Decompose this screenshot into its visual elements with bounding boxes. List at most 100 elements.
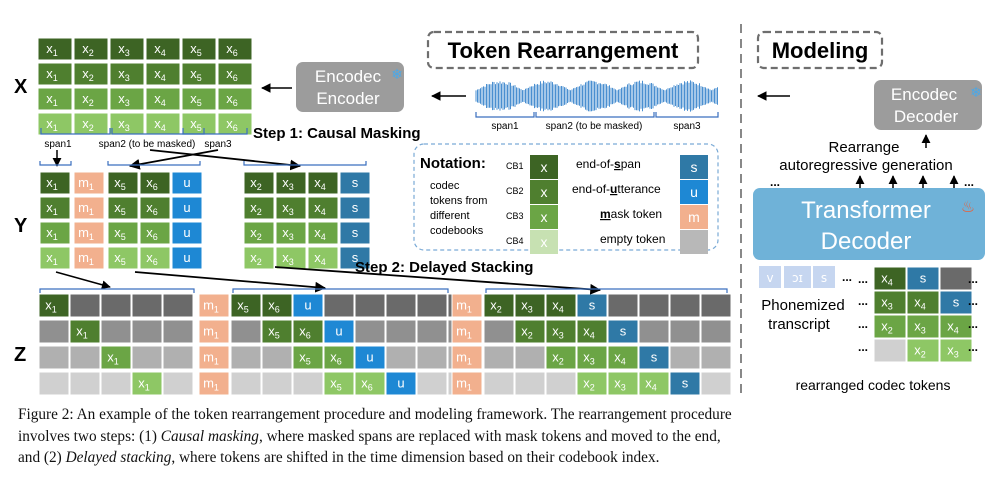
token-x6-cell bbox=[217, 37, 253, 61]
token-x2-label: x2 bbox=[881, 319, 893, 336]
token-x5-cell bbox=[181, 112, 217, 136]
token-x4: x4 bbox=[307, 171, 339, 195]
empty-token-cell bbox=[700, 345, 732, 370]
token-x5: x5 bbox=[107, 246, 139, 270]
token-x4: x4 bbox=[307, 196, 339, 220]
token-x4: x4 bbox=[145, 87, 181, 111]
token-x4-label: x4 bbox=[154, 116, 166, 133]
token-x1: x1 bbox=[38, 293, 70, 318]
token-x4-label: x4 bbox=[154, 41, 166, 58]
token-x2: x2 bbox=[243, 171, 275, 195]
mask-token-cell bbox=[451, 371, 483, 396]
token-x2-cell bbox=[243, 196, 275, 220]
mask-token-label: m1 bbox=[456, 376, 472, 393]
token-x3-cell bbox=[906, 314, 940, 339]
token-x5-cell bbox=[107, 196, 139, 220]
notation-desc-1: codec bbox=[430, 180, 460, 192]
end-of-span-token-cell bbox=[906, 266, 940, 291]
token-x3: x3 bbox=[275, 196, 307, 220]
mask-token-label: m1 bbox=[203, 376, 219, 393]
token-x2: x2 bbox=[514, 319, 546, 344]
end-of-span-token: s bbox=[576, 293, 608, 318]
token-x6-cell bbox=[139, 171, 171, 195]
mask-token-label: m1 bbox=[203, 350, 219, 367]
token-x6: x6 bbox=[217, 37, 253, 61]
end-of-utterance-token-cell bbox=[292, 293, 324, 318]
token-x1-cell bbox=[131, 371, 163, 396]
empty-token bbox=[354, 319, 386, 344]
empty-token bbox=[638, 293, 670, 318]
token-x4-label: x4 bbox=[314, 225, 326, 242]
phoneme-label: s bbox=[821, 271, 827, 285]
token-x6-label: x6 bbox=[268, 298, 280, 315]
empty-token bbox=[638, 319, 670, 344]
phoneme-cell bbox=[784, 266, 811, 288]
token-x6: x6 bbox=[217, 62, 253, 86]
token-x5: x5 bbox=[181, 62, 217, 86]
token-x3-label: x3 bbox=[521, 298, 533, 315]
empty-token bbox=[38, 345, 70, 370]
end-of-span-token-label: s bbox=[651, 350, 658, 365]
token-x6: x6 bbox=[292, 319, 324, 344]
empty-token bbox=[700, 371, 732, 396]
token-x4-label: x4 bbox=[154, 91, 166, 108]
token-x3: x3 bbox=[576, 345, 608, 370]
arrow-step2-1 bbox=[55, 271, 111, 290]
token-x2-label: x2 bbox=[583, 376, 595, 393]
phoneme-token-1: v bbox=[759, 266, 781, 288]
token-x4-label: x4 bbox=[552, 298, 564, 315]
token-x2: x2 bbox=[73, 87, 109, 111]
swatch-cell bbox=[530, 155, 558, 179]
transformer-decoder-box bbox=[753, 188, 985, 260]
token-x1-cell bbox=[37, 112, 73, 136]
empty-token bbox=[669, 319, 701, 344]
token-x1-label: x1 bbox=[76, 324, 88, 341]
token-x4-cell bbox=[307, 196, 339, 220]
token-x2: x2 bbox=[576, 371, 608, 396]
empty-token-cell bbox=[162, 371, 194, 396]
token-x3-label: x3 bbox=[583, 350, 595, 367]
empty-token-cell bbox=[514, 371, 546, 396]
empty-token-cell bbox=[638, 319, 670, 344]
token-x3: x3 bbox=[109, 87, 145, 111]
empty-token-cell bbox=[669, 293, 701, 318]
token-x1-cell bbox=[39, 171, 71, 195]
phoneme-token-3: s bbox=[813, 266, 835, 288]
arrow-span3-move bbox=[149, 149, 302, 171]
mask-token-cell bbox=[198, 319, 230, 344]
token-x3-cell bbox=[939, 338, 973, 363]
mask-token: m1 bbox=[451, 371, 483, 396]
empty-token-cell bbox=[638, 293, 670, 318]
token-x2-label: x2 bbox=[250, 225, 262, 242]
empty-token bbox=[230, 371, 262, 396]
token-x6-cell bbox=[139, 196, 171, 220]
token-x6: x6 bbox=[139, 246, 171, 270]
end-of-utterance-token-label: u bbox=[366, 350, 373, 365]
token-x1-cell bbox=[37, 87, 73, 111]
empty-token-cell bbox=[514, 345, 546, 370]
token-x3-cell bbox=[873, 290, 907, 315]
token-x4-cell bbox=[576, 319, 608, 344]
mask-token-cell bbox=[198, 345, 230, 370]
end-of-utterance-token: u bbox=[292, 293, 324, 318]
token-x4: x4 bbox=[307, 246, 339, 270]
empty-token bbox=[261, 371, 293, 396]
token-x5-cell bbox=[292, 345, 324, 370]
mask-token-label: m1 bbox=[456, 298, 472, 315]
token-x2: x2 bbox=[243, 246, 275, 270]
token-x6: x6 bbox=[139, 171, 171, 195]
empty-token-cell bbox=[416, 345, 448, 370]
end-of-span-token: s bbox=[939, 290, 973, 315]
arrow-step2-2 bbox=[134, 271, 327, 293]
empty-token-cell bbox=[162, 345, 194, 370]
end-of-span-token-cell bbox=[939, 290, 973, 315]
token-x5-label: x5 bbox=[268, 324, 280, 341]
mask-token: m1 bbox=[73, 196, 105, 220]
token-x3-cell bbox=[607, 371, 639, 396]
empty-token bbox=[230, 345, 262, 370]
token-x6: x6 bbox=[323, 345, 355, 370]
ellipsis-phoneme: ... bbox=[842, 270, 852, 284]
empty-token bbox=[607, 293, 639, 318]
token-x3-label: x3 bbox=[282, 225, 294, 242]
